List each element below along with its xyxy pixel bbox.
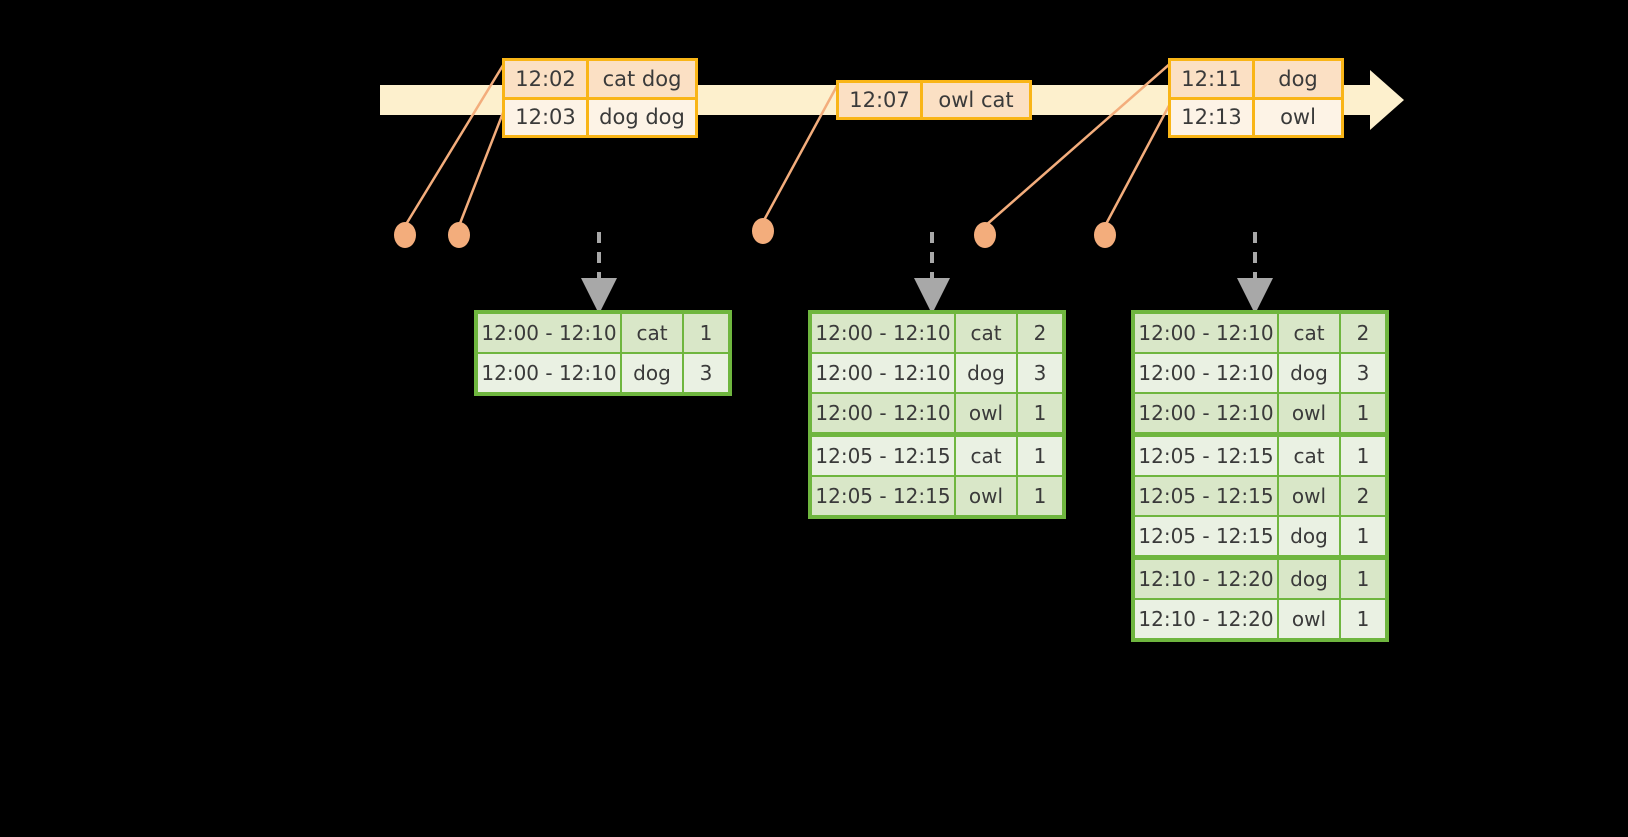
key-cell: cat	[1279, 437, 1341, 475]
event-connector-line	[1103, 99, 1174, 227]
window-interval-cell: 12:05 - 12:15	[1135, 517, 1279, 555]
key-cell: dog	[1279, 517, 1341, 555]
window-interval-cell: 12:00 - 12:10	[478, 354, 622, 392]
event-timestamp: 12:11	[1171, 61, 1255, 97]
timeline-arrow-head	[1370, 70, 1404, 130]
event-timestamp: 12:03	[505, 99, 589, 135]
window-interval-cell: 12:00 - 12:10	[478, 314, 622, 352]
key-cell: owl	[956, 477, 1018, 515]
key-cell: owl	[956, 394, 1018, 432]
count-cell: 3	[1341, 354, 1385, 392]
event-payload: owl cat	[923, 83, 1029, 117]
count-cell: 1	[1341, 394, 1385, 432]
count-cell: 1	[1341, 517, 1385, 555]
event-connector-line	[457, 99, 510, 227]
window-interval-cell: 12:10 - 12:20	[1135, 600, 1279, 638]
count-cell: 2	[1018, 314, 1062, 352]
count-cell: 3	[684, 354, 728, 392]
window-interval-cell: 12:05 - 12:15	[1135, 437, 1279, 475]
source-dot[interactable]	[1094, 222, 1116, 248]
count-cell: 1	[1341, 560, 1385, 598]
window-interval-cell: 12:00 - 12:10	[812, 314, 956, 352]
window-interval-cell: 12:05 - 12:15	[812, 477, 956, 515]
key-cell: cat	[622, 314, 684, 352]
count-cell: 1	[1341, 600, 1385, 638]
source-dot[interactable]	[974, 222, 996, 248]
window-interval-cell: 12:00 - 12:10	[1135, 314, 1279, 352]
event-timestamp: 12:02	[505, 61, 589, 97]
key-cell: cat	[956, 437, 1018, 475]
window-interval-cell: 12:00 - 12:10	[1135, 354, 1279, 392]
window-interval-cell: 12:00 - 12:10	[1135, 394, 1279, 432]
key-cell: owl	[1279, 394, 1341, 432]
key-cell: owl	[1279, 600, 1341, 638]
key-cell: dog	[1279, 560, 1341, 598]
count-cell: 1	[684, 314, 728, 352]
key-cell: owl	[1279, 477, 1341, 515]
count-cell: 1	[1341, 437, 1385, 475]
key-cell: cat	[1279, 314, 1341, 352]
key-cell: dog	[956, 354, 1018, 392]
count-cell: 1	[1018, 394, 1062, 432]
source-dot[interactable]	[394, 222, 416, 248]
event-payload: dog dog	[589, 99, 695, 135]
window-interval-cell: 12:05 - 12:15	[1135, 477, 1279, 515]
count-cell: 2	[1341, 314, 1385, 352]
window-interval-cell: 12:00 - 12:10	[812, 394, 956, 432]
window-interval-cell: 12:00 - 12:10	[812, 354, 956, 392]
event-payload: cat dog	[589, 61, 695, 97]
key-cell: dog	[622, 354, 684, 392]
window-interval-cell: 12:05 - 12:15	[812, 437, 956, 475]
window-interval-cell: 12:10 - 12:20	[1135, 560, 1279, 598]
key-cell: dog	[1279, 354, 1341, 392]
count-cell: 3	[1018, 354, 1062, 392]
count-cell: 1	[1018, 477, 1062, 515]
source-dot[interactable]	[448, 222, 470, 248]
event-timestamp: 12:13	[1171, 99, 1255, 135]
source-dot[interactable]	[752, 218, 774, 244]
count-cell: 2	[1341, 477, 1385, 515]
event-payload: dog	[1255, 61, 1341, 97]
count-cell: 1	[1018, 437, 1062, 475]
event-payload: owl	[1255, 99, 1341, 135]
event-timestamp: 12:07	[839, 83, 923, 117]
key-cell: cat	[956, 314, 1018, 352]
